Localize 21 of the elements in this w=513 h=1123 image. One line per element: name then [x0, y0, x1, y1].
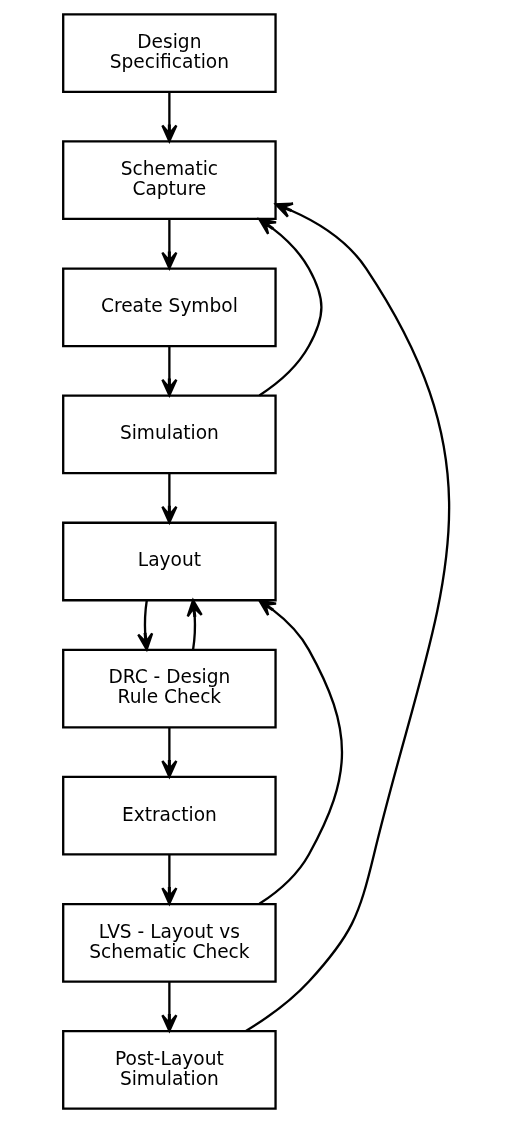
node-box: DRC - Design Rule Check: [62, 648, 277, 729]
node-box: LVS - Layout vs Schematic Check: [62, 902, 277, 983]
arrow: [258, 218, 323, 397]
arrow: [137, 600, 154, 651]
arrow: [161, 346, 178, 397]
arrow: [161, 981, 178, 1032]
arrow: [161, 473, 178, 524]
node-box: Design Specification: [62, 13, 277, 93]
node-box: Schematic Capture: [62, 140, 277, 221]
arrow: [161, 727, 178, 778]
arrow: [161, 854, 178, 905]
node-box: Extraction: [62, 775, 277, 856]
node-box: Create Symbol: [62, 267, 277, 348]
arrow: [258, 599, 344, 905]
node-box: Simulation: [62, 394, 277, 475]
node-box: Post-Layout Simulation: [62, 1030, 277, 1110]
node-box: Layout: [62, 521, 277, 602]
arrow: [245, 202, 451, 1032]
arrow: [161, 91, 178, 143]
arrow: [161, 218, 178, 270]
arrow: [186, 599, 203, 650]
